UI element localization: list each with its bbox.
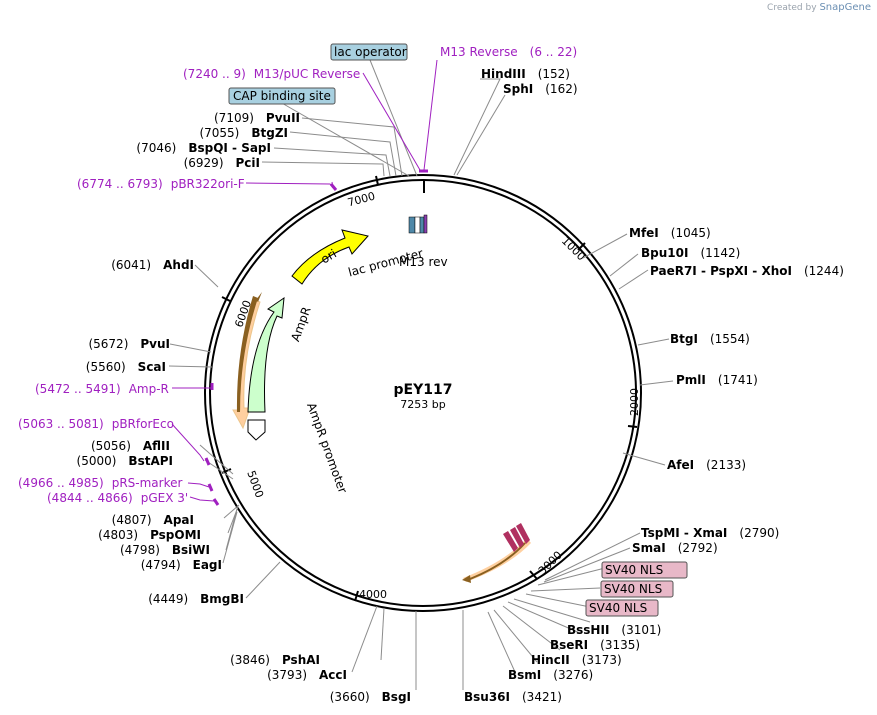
cap-binding-label: CAP binding site <box>233 89 331 103</box>
primer-prs-marker: (4966 .. 4985)pRS-marker <box>18 476 182 490</box>
site-ahdi: (6041)AhdI <box>111 258 194 272</box>
site-eagi: (4794)EagI <box>141 558 222 572</box>
site-bspqi-sapi: (7046)BspQI - SapI <box>136 141 271 155</box>
credit-prefix: Created by <box>767 3 817 13</box>
site-afei: AfeI(2133) <box>667 458 746 472</box>
site-bsiwi: (4798)BsiWI <box>120 543 210 557</box>
leader-lines <box>168 59 674 690</box>
ticks <box>221 175 638 602</box>
site-bsgi: (3660)BsgI <box>330 690 411 704</box>
ampr-promoter-label: AmpR promoter <box>304 401 350 495</box>
site-sphi: SphI(162) <box>503 82 578 96</box>
tick-label-2000: 2000 <box>628 388 641 416</box>
sv40-nls-label-1: SV40 NLS <box>605 563 663 577</box>
site-pvui: (5672)PvuI <box>88 337 170 351</box>
tick-6000 <box>221 296 231 302</box>
site-tspmi-xmai: TspMI - XmaI(2790) <box>641 526 779 540</box>
credit-brand: SnapGene <box>819 2 871 13</box>
nls-marker <box>469 542 526 580</box>
tick-label-5000: 5000 <box>244 469 266 500</box>
cap-site-block <box>408 216 416 234</box>
ampr-promoter-arrow <box>247 419 266 441</box>
sites-left: (7109)PvuII (7055)BtgZI (7046)BspQI - Sa… <box>77 111 411 704</box>
site-bsu36i: Bsu36I(3421) <box>464 690 562 704</box>
nls-highlight <box>463 538 531 582</box>
m13-rev-label: M13 rev <box>399 255 448 269</box>
m13-rev-block <box>423 214 428 234</box>
site-paer7i-pspxi-xhoi: PaeR7I - PspXI - XhoI(1244) <box>650 264 844 278</box>
nls-block-3 <box>516 523 530 544</box>
sv40-nls-box-2 <box>600 580 674 598</box>
site-pshai: (3846)PshAI <box>230 653 320 667</box>
ori-arrow <box>291 229 369 285</box>
nls-marker-tip <box>462 575 471 583</box>
plasmid-name: pEY117 <box>394 382 453 398</box>
nls-block-1 <box>503 531 518 552</box>
site-bseri: BseRI(3135) <box>550 638 640 652</box>
ampr-arrow <box>247 296 285 413</box>
tick-1000 <box>577 242 586 251</box>
site-bsshii: BssHII(3101) <box>567 623 661 637</box>
sv40-nls-box-3 <box>585 599 659 617</box>
site-apai: (4807)ApaI <box>112 513 194 527</box>
sv40-nls-label-3: SV40 NLS <box>589 601 647 615</box>
cap-binding-box <box>228 87 336 105</box>
primer-pbr322ori-f: (6774 .. 6793)pBR322ori-F <box>77 177 245 191</box>
tick-label-4000: 4000 <box>359 588 387 601</box>
site-pmli: PmlI(1741) <box>676 373 758 387</box>
primer-m13-puc-reverse: (7240 .. 9)M13/pUC Reverse <box>183 67 360 81</box>
ampr-marker <box>236 296 258 412</box>
ampr-marker-tip <box>256 292 262 302</box>
snapgene-credit: Created by SnapGene <box>767 2 871 13</box>
site-hincii: HincII(3173) <box>531 653 622 667</box>
primer-m13-reverse: M13 Reverse(6 .. 22) <box>440 45 577 59</box>
site-bmgbi: (4449)BmgBI <box>148 592 244 606</box>
site-aflii: (5056)AflII <box>91 439 170 453</box>
site-mfei: MfeI(1045) <box>629 226 711 240</box>
ampr-label: AmpR <box>288 305 313 343</box>
site-btgzi: (7055)BtgZI <box>199 126 288 140</box>
tick-2000 <box>627 425 638 428</box>
plasmid-size: 7253 bp <box>400 398 445 411</box>
site-hindiii: HindIII(152) <box>481 67 570 81</box>
tick-label-1000: 1000 <box>559 234 588 263</box>
lac-promoter-block <box>414 216 421 234</box>
site-smai: SmaI(2792) <box>632 541 718 555</box>
site-bsmi: BsmI(3276) <box>508 668 593 682</box>
lac-operator-label: lac operator <box>334 45 407 59</box>
tick-3000 <box>529 570 538 580</box>
tick-7000 <box>375 175 379 186</box>
site-pcii: (6929)PciI <box>184 156 260 170</box>
sv40-nls-label-2: SV40 NLS <box>604 582 662 596</box>
primer-pbrforeco: (5063 .. 5081)pBRforEco <box>18 417 174 431</box>
site-acci: (3793)AccI <box>267 668 347 682</box>
lac-operator-box <box>330 43 408 61</box>
site-bpu10i: Bpu10I(1142) <box>641 246 740 260</box>
site-scai: (5560)ScaI <box>86 360 166 374</box>
site-pvuii: (7109)PvuII <box>214 111 300 125</box>
sites-right: HindIII(152) SphI(162) MfeI(1045) Bpu10I… <box>464 67 844 704</box>
primer-marks <box>204 169 428 506</box>
primer-labels: M13 Reverse(6 .. 22) (7240 .. 9)M13/pUC … <box>18 45 577 505</box>
nls-block-2 <box>510 527 524 548</box>
ori-label: ori <box>318 246 339 266</box>
backbone-outer <box>204 174 642 612</box>
sv40-nls-box-1 <box>601 561 688 579</box>
lac-operator-block <box>419 216 425 234</box>
site-bstapi: (5000)BstAPI <box>77 454 173 468</box>
primer-pgex-3: (4844 .. 4866)pGEX 3' <box>47 491 188 505</box>
primer-amp-r: (5472 .. 5491)Amp-R <box>35 382 169 396</box>
tick-4000 <box>354 590 359 602</box>
site-psp0mi: (4803)PspOMI <box>98 528 201 542</box>
site-btgi: BtgI(1554) <box>670 332 750 346</box>
